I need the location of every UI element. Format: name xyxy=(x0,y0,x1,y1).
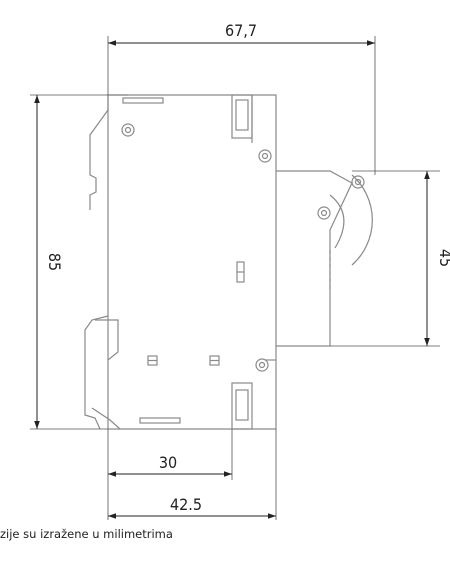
extension-lines xyxy=(30,36,440,520)
dimension-width-overall: 67,7 xyxy=(225,21,257,40)
technical-drawing: 67,7 85 45 30 42.5 xyxy=(30,21,450,520)
device-outline xyxy=(84,94,373,430)
dimension-width-30: 30 xyxy=(159,453,177,472)
dimension-lines xyxy=(34,40,430,519)
dimension-width-42: 42.5 xyxy=(170,495,202,514)
units-caption: zije su izražene u milimetrima xyxy=(0,527,173,541)
dimension-height-middle: 45 xyxy=(436,249,450,267)
dimension-height-overall: 85 xyxy=(45,253,64,271)
